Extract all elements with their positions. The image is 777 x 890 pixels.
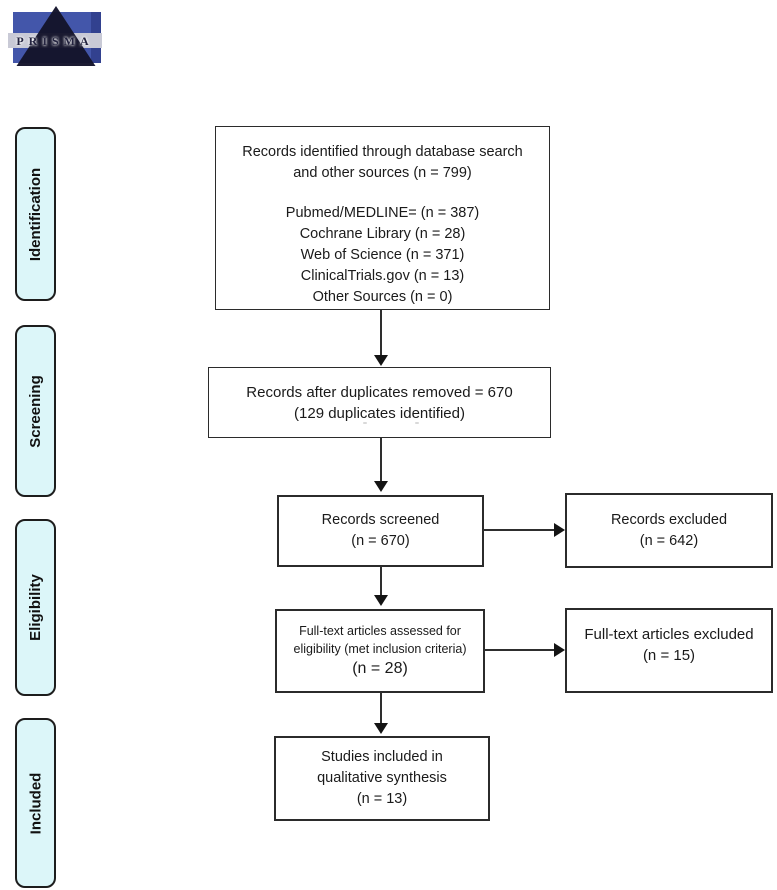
- text-line: Full-text articles assessed for: [299, 624, 461, 638]
- stage-label: Identification: [27, 167, 44, 261]
- arrow-right-icon: [554, 643, 565, 657]
- stage-label: Eligibility: [27, 574, 44, 641]
- box-fulltext-excluded: Full-text articles excluded (n = 15): [565, 608, 773, 693]
- stage-screening: Screening: [15, 325, 56, 497]
- text-line: (n = 642): [639, 532, 699, 549]
- stage-included: Included: [15, 718, 56, 888]
- source-line: Web of Science (n = 371): [300, 247, 465, 263]
- connector-fulltext-excluded: [484, 649, 555, 651]
- arrow-down-icon: [374, 481, 388, 492]
- stage-label: Included: [27, 772, 45, 834]
- prisma-logo: PRISMA: [8, 4, 102, 68]
- logo-wordmark: PRISMA: [16, 34, 94, 48]
- text-line: (129 duplicates identified): [294, 404, 465, 422]
- connector-duplicates-screened: [380, 437, 382, 481]
- text-line: Full-text articles excluded: [584, 626, 754, 643]
- arrow-down-icon: [374, 595, 388, 606]
- records-identified-sources: Pubmed/MEDLINE= (n = 387) Cochrane Libra…: [286, 203, 479, 308]
- text-line: eligibility (met inclusion criteria): [293, 642, 467, 656]
- records-identified-heading: Records identified through database sear…: [242, 142, 523, 184]
- stage-label: Screening: [27, 374, 44, 448]
- text-line: and other sources (n = 799): [293, 165, 472, 181]
- arrow-right-icon: [554, 523, 565, 537]
- faded-text-artifact: [415, 422, 419, 424]
- source-line: ClinicalTrials.gov (n = 13): [300, 268, 465, 284]
- box-records-identified: Records identified through database sear…: [215, 126, 550, 310]
- box-duplicates-removed: Records after duplicates removed = 670 (…: [208, 367, 551, 438]
- source-line: Other Sources (n = 0): [312, 289, 453, 305]
- text-line: (n = 670): [351, 533, 410, 549]
- text-line: qualitative synthesis: [317, 770, 447, 786]
- connector-identified-duplicates: [380, 309, 382, 356]
- source-line: Cochrane Library (n = 28): [299, 226, 466, 242]
- box-records-screened: Records screened (n = 670): [277, 495, 484, 567]
- arrow-down-icon: [374, 723, 388, 734]
- stage-identification: Identification: [15, 127, 56, 301]
- text-line: Records after duplicates removed = 670: [246, 383, 513, 401]
- box-studies-included: Studies included in qualitative synthesi…: [274, 736, 490, 821]
- text-line: (n = 13): [356, 791, 408, 807]
- source-line: Pubmed/MEDLINE= (n = 387): [285, 205, 480, 221]
- box-fulltext-assessed: Full-text articles assessed for eligibil…: [275, 609, 485, 693]
- arrow-down-icon: [374, 355, 388, 366]
- connector-fulltext-included: [380, 692, 382, 723]
- box-records-excluded: Records excluded (n = 642): [565, 493, 773, 568]
- text-line: (n = 28): [352, 660, 408, 677]
- text-line: Records excluded: [610, 511, 728, 528]
- text-line: (n = 15): [642, 647, 696, 664]
- text-line: Records identified through database sear…: [242, 144, 523, 160]
- stage-eligibility: Eligibility: [15, 519, 56, 696]
- text-line: Records screened: [321, 512, 440, 528]
- text-line: Studies included in: [321, 749, 443, 765]
- connector-screened-fulltext: [380, 566, 382, 595]
- faded-text-artifact: [363, 422, 367, 424]
- connector-screened-excluded: [483, 529, 555, 531]
